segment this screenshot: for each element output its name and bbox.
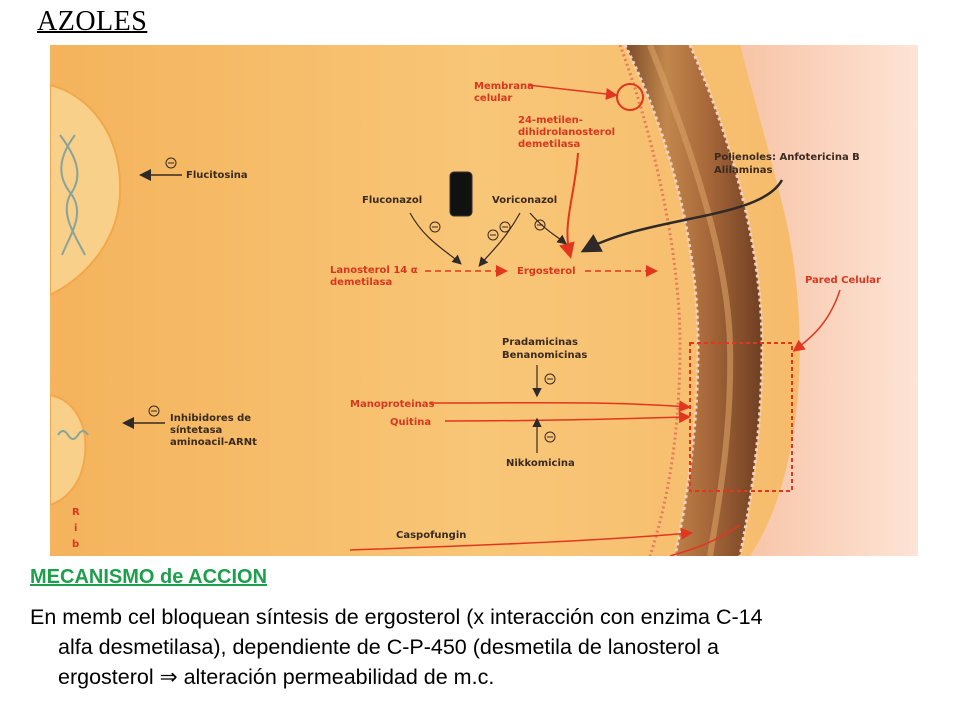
mechanism-line-2: alfa desmetilasa), dependiente de C-P-45… <box>58 635 719 659</box>
rna-coil-icon <box>57 430 89 440</box>
quitina-label: Quitina <box>390 417 431 428</box>
mechanism-heading: MECANISMO de ACCION <box>30 566 268 588</box>
black-capsule-marker <box>449 171 473 217</box>
mechanism-description: En memb cel bloquean síntesis de ergoste… <box>30 602 945 692</box>
fungal-cell-diagram: Membrana celular 24-metilen- dihidrolano… <box>50 45 918 556</box>
ergosterol-label: Ergosterol <box>517 266 576 277</box>
lanosterol-label-2: demetilasa <box>330 277 392 288</box>
demetilasa24-label-2: dihidrolanosterol <box>518 127 615 138</box>
lanosterol-label-1: Lanosterol 14 α <box>330 265 418 276</box>
pradamicinas-label-1: Pradamicinas <box>502 337 578 348</box>
polienoles-label-1: Polienoles: Anfotericina B <box>714 152 860 163</box>
dna-helix-icon <box>59 134 86 256</box>
flucitosina-label: Flucitosina <box>186 170 248 181</box>
demetilasa24-label-3: demetilasa <box>518 139 580 150</box>
mechanism-line-1: En memb cel bloquean síntesis de ergoste… <box>30 605 763 629</box>
pared-label: Pared Celular <box>805 275 881 286</box>
inhibidores-label-3: aminoacil-ARNt <box>170 437 257 448</box>
inhibidores-label-2: síntetasa <box>170 424 222 436</box>
slide-title: AZOLES <box>37 6 148 37</box>
voriconazol-label: Voriconazol <box>492 195 557 206</box>
ribo-letter-i: i <box>74 523 77 534</box>
fluconazol-label: Fluconazol <box>362 195 422 206</box>
polienoles-label-2: Alilaminas <box>714 165 772 176</box>
outside-area <box>740 45 918 556</box>
pradamicinas-label-2: Benanomicinas <box>502 350 587 361</box>
nikkomicina-label: Nikkomicina <box>506 458 575 469</box>
inhibit-icon <box>165 157 177 169</box>
inhibidores-label-1: Inhibidores de <box>170 413 251 424</box>
demetilasa24-label-1: 24-metilen- <box>518 115 583 126</box>
wall-highlight-box <box>689 342 793 492</box>
caspofungin-label: Caspofungin <box>396 530 466 541</box>
cell-membrane <box>618 45 682 556</box>
membrana-label-2: celular <box>474 93 512 104</box>
ribosome-region <box>50 393 87 507</box>
ribo-letter-r: R <box>72 507 80 518</box>
membrana-label-1: Membrana <box>474 81 534 92</box>
ribo-letter-b: b <box>72 539 79 550</box>
mechanism-line-3: ergosterol ⇒ alteración permeabilidad de… <box>58 665 495 689</box>
manoproteinas-label: Manoproteinas <box>350 399 435 410</box>
